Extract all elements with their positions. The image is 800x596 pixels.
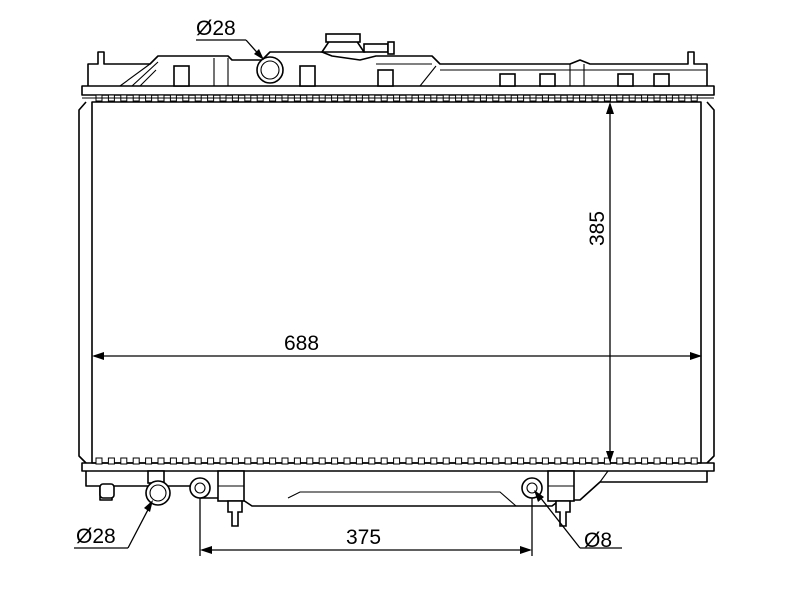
header-tooth	[455, 457, 463, 465]
leader-bottom-pipe	[74, 500, 153, 549]
right-side-bracket	[706, 101, 715, 464]
header-tooth	[132, 457, 140, 465]
width-label: 688	[284, 332, 319, 355]
header-tooth	[616, 457, 624, 465]
top-inlet-pipe	[256, 56, 284, 84]
header-tooth	[343, 457, 351, 465]
header-tooth	[492, 457, 500, 465]
header-tooth	[256, 457, 264, 465]
header-tooth	[541, 457, 549, 465]
header-tooth	[467, 457, 475, 465]
header-tooth	[182, 457, 190, 465]
header-tooth	[95, 457, 103, 465]
header-tooth	[628, 457, 636, 465]
header-tooth	[169, 457, 177, 465]
radiator-cap	[320, 33, 395, 55]
bottom-pipe-diameter-label: Ø28	[76, 525, 116, 548]
mount-spacing-label: 375	[346, 526, 381, 549]
bottom-header-teeth	[95, 457, 698, 465]
header-tooth	[145, 457, 153, 465]
header-tooth	[566, 457, 574, 465]
height-label: 385	[586, 211, 609, 246]
header-tooth	[368, 457, 376, 465]
drain-plug	[99, 483, 115, 499]
header-tooth	[653, 457, 661, 465]
header-tooth	[293, 457, 301, 465]
header-tooth	[690, 457, 698, 465]
header-tooth	[417, 457, 425, 465]
header-tooth	[157, 457, 165, 465]
header-tooth	[665, 457, 673, 465]
dimension-height	[606, 102, 614, 463]
bottom-outlet-pipe	[145, 470, 171, 506]
header-tooth	[517, 457, 525, 465]
header-tooth	[554, 457, 562, 465]
header-tooth	[355, 457, 363, 465]
header-tooth	[281, 457, 289, 465]
header-tooth	[442, 457, 450, 465]
header-tooth	[318, 457, 326, 465]
header-tooth	[641, 457, 649, 465]
header-tooth	[269, 457, 277, 465]
header-tooth	[194, 457, 202, 465]
header-tooth	[107, 457, 115, 465]
bottom-tank	[85, 470, 708, 527]
header-tooth	[207, 457, 215, 465]
header-tooth	[430, 457, 438, 465]
top-tank	[87, 51, 708, 87]
mount-hole-left	[189, 477, 211, 499]
leader-top-pipe	[196, 39, 264, 60]
header-tooth	[219, 457, 227, 465]
header-tooth	[331, 457, 339, 465]
header-tooth	[120, 457, 128, 465]
header-tooth	[405, 457, 413, 465]
header-tooth	[393, 457, 401, 465]
header-tooth	[306, 457, 314, 465]
header-tooth	[380, 457, 388, 465]
header-tooth	[479, 457, 487, 465]
header-tooth	[678, 457, 686, 465]
left-side-bracket	[78, 101, 87, 464]
header-tooth	[579, 457, 587, 465]
dimension-mount-spacing	[199, 498, 533, 556]
header-tooth	[529, 457, 537, 465]
top-header-plate	[81, 85, 715, 96]
header-tooth	[231, 457, 239, 465]
header-tooth	[244, 457, 252, 465]
top-pipe-diameter-label: Ø28	[196, 17, 236, 40]
header-tooth	[591, 457, 599, 465]
dimension-width	[92, 352, 702, 360]
mount-hole-diameter-label: Ø8	[584, 529, 612, 552]
header-tooth	[504, 457, 512, 465]
leader-mount-hole	[534, 490, 622, 549]
